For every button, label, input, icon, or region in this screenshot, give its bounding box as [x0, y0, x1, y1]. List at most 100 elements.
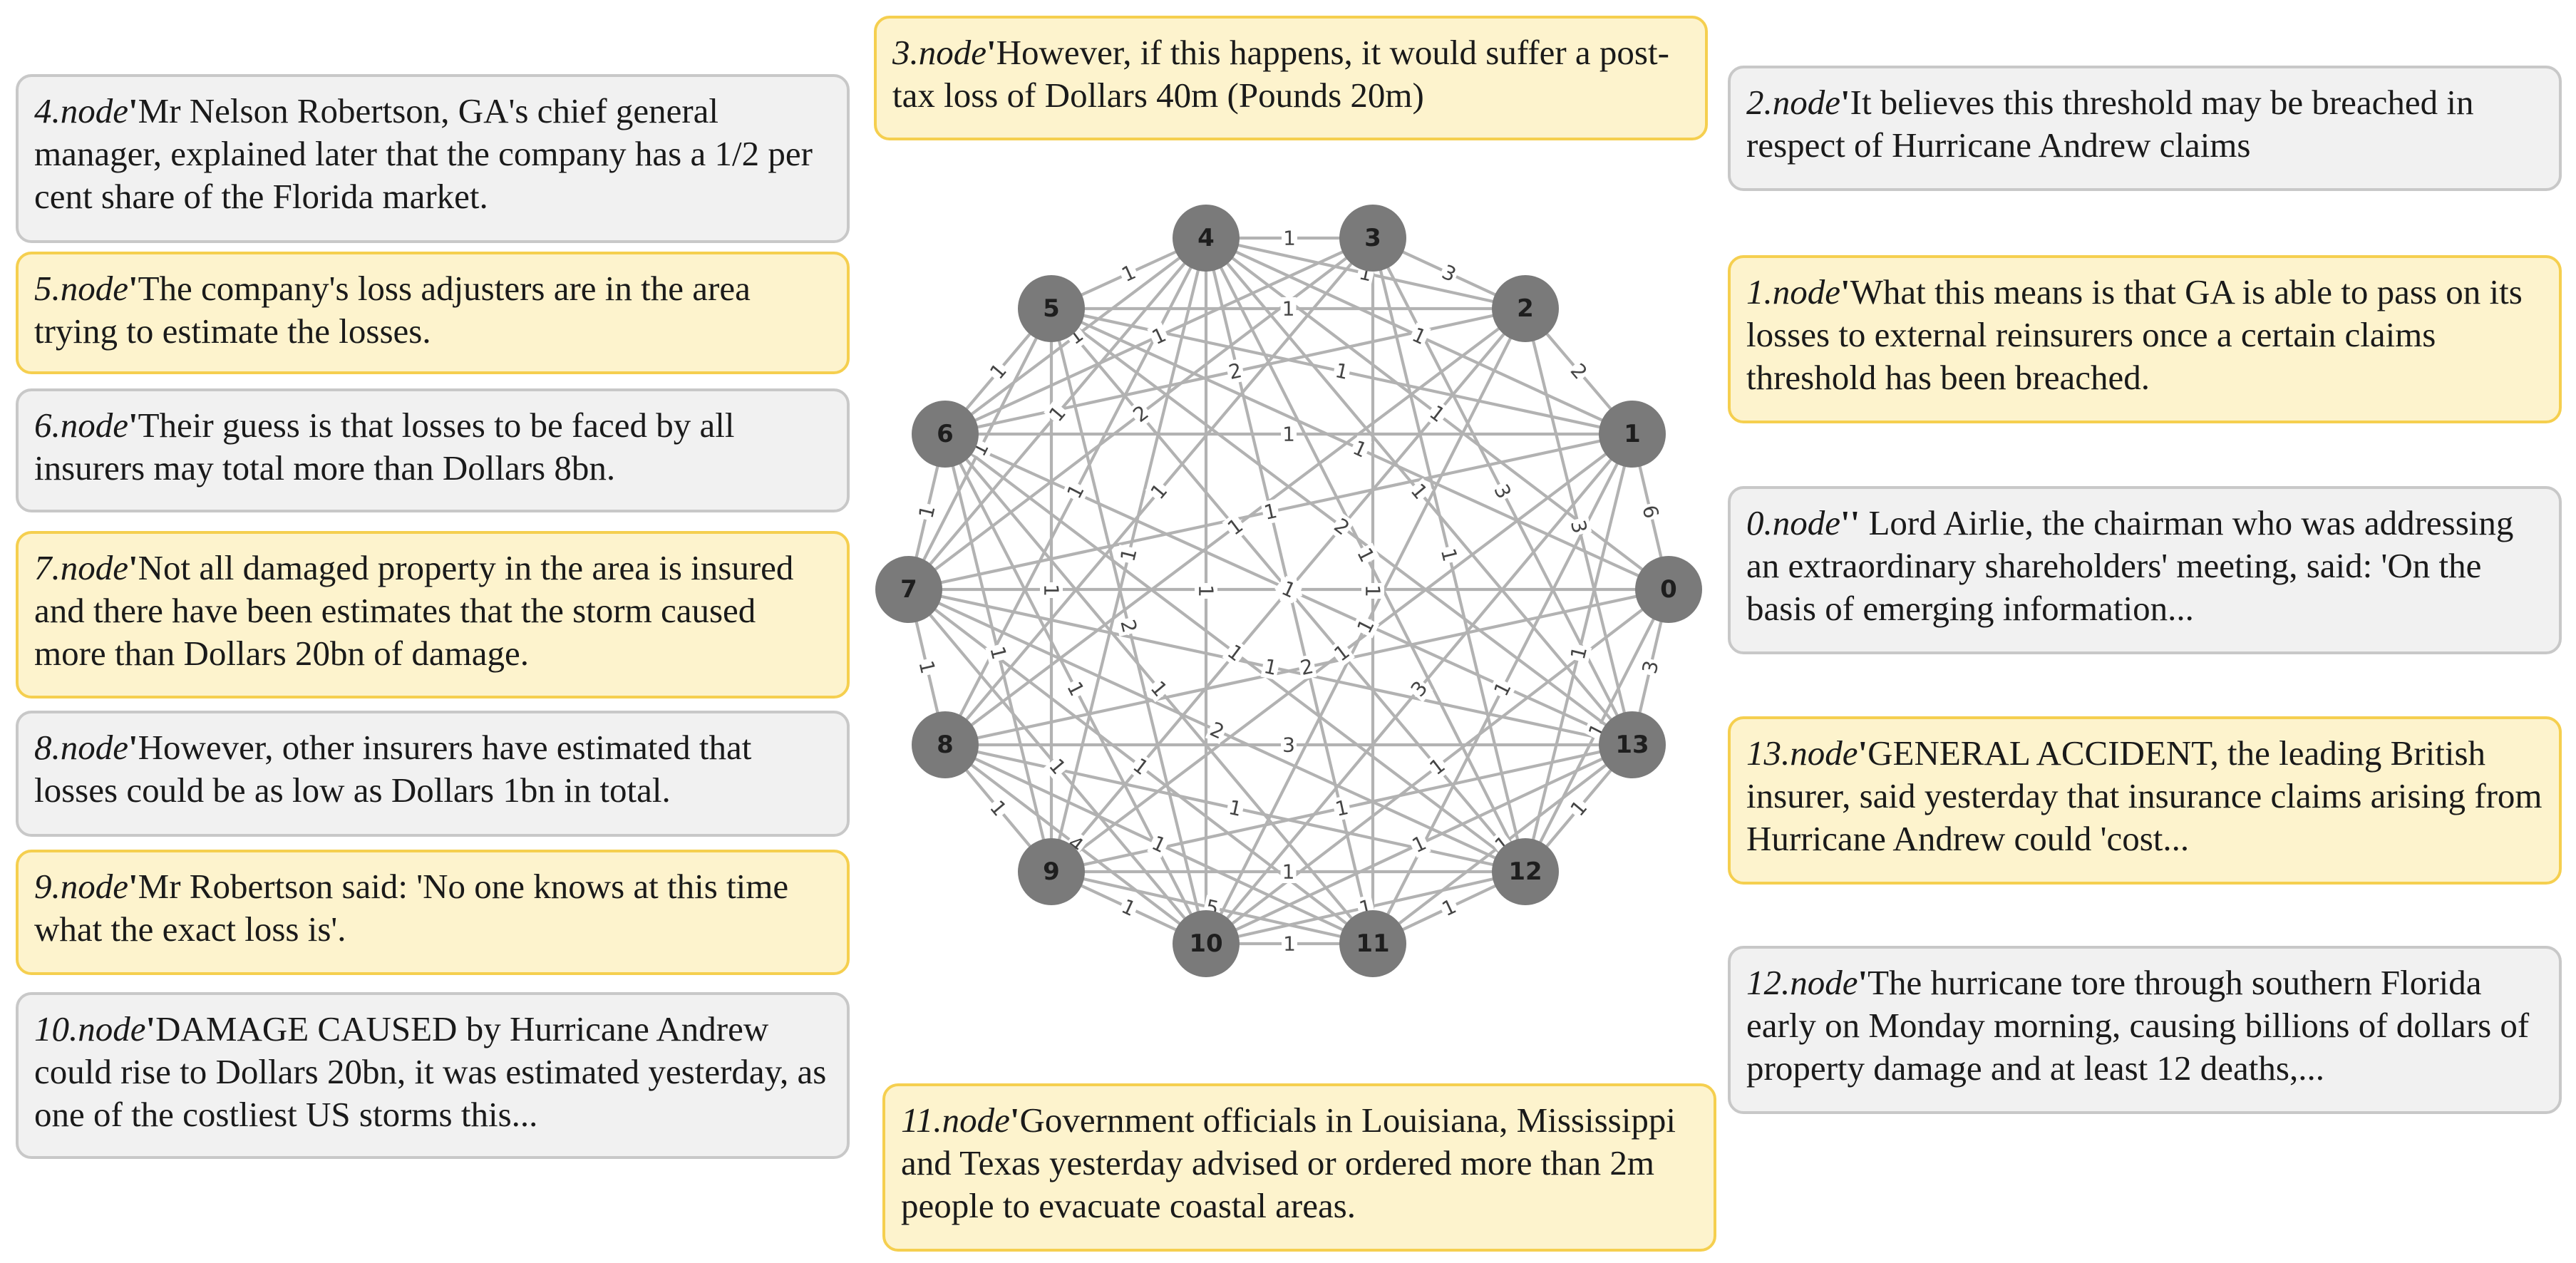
node-label: 4.node	[34, 91, 128, 130]
edge-weight-label: 1	[985, 642, 1011, 664]
card-node-12: 12.node'The hurricane tore through south…	[1728, 946, 2562, 1114]
card-node-1: 1.node'What this means is that GA is abl…	[1728, 255, 2562, 423]
edge-weight-label: 2	[1297, 654, 1317, 680]
graph-node-7: 7	[875, 556, 942, 623]
node-label: 11.node	[901, 1100, 1010, 1140]
node-quote: '	[1858, 733, 1868, 773]
edge-weight-label: 3	[1637, 656, 1664, 678]
svg-text:2: 2	[1116, 617, 1141, 635]
edge-weight-label: 1	[1225, 795, 1246, 821]
edge-weight-label: 1	[1280, 860, 1297, 884]
svg-text:1: 1	[914, 503, 939, 521]
node-quote: '	[1840, 272, 1850, 311]
card-node-9: 9.node'Mr Robertson said: 'No one knows …	[16, 850, 850, 975]
edge-weight-label: 6	[1637, 501, 1664, 522]
card-node-5: 5.node'The company's loss adjusters are …	[16, 252, 850, 374]
edge-weight-label: 1	[1040, 582, 1063, 598]
edge-weight-label: 1	[1282, 227, 1297, 250]
edge-weight-label: 1	[1281, 423, 1297, 446]
svg-text:1: 1	[1624, 420, 1641, 448]
node-quote: '	[128, 91, 138, 130]
node-label: 5.node	[34, 269, 128, 308]
svg-text:1: 1	[1040, 584, 1063, 597]
svg-text:1: 1	[1283, 932, 1296, 956]
svg-text:1: 1	[1282, 297, 1295, 321]
graph-node-0: 0	[1635, 556, 1702, 623]
edge-weight-label: 1	[1061, 479, 1090, 504]
graph-node-11: 11	[1339, 910, 1406, 977]
svg-text:0: 0	[1660, 575, 1677, 604]
node-label: 12.node	[1746, 963, 1858, 1002]
node-text: What this means is that GA is able to pa…	[1746, 272, 2523, 397]
graph-node-13: 13	[1599, 711, 1666, 778]
svg-text:9: 9	[1043, 857, 1060, 886]
graph-node-2: 2	[1492, 275, 1559, 342]
edge-weight-label: 3	[1437, 259, 1461, 287]
node-quote: '	[128, 269, 138, 308]
card-node-7: 7.node'Not all damaged property in the a…	[16, 531, 850, 698]
edge-weight-label: 1	[914, 656, 940, 678]
card-node-4: 4.node'Mr Nelson Robertson, GA's chief g…	[16, 74, 850, 243]
edge-weight-label: 1	[1565, 642, 1592, 664]
graph-edge-weights: 6311112121111113131113211131111211111211…	[914, 227, 1664, 956]
card-node-0: 0.node'' Lord Airlie, the chairman who w…	[1728, 486, 2562, 654]
svg-text:1: 1	[1333, 795, 1350, 821]
edge-weight-label: 1	[1116, 894, 1141, 922]
node-text: The company's loss adjusters are in the …	[34, 269, 751, 351]
svg-text:8: 8	[937, 731, 954, 759]
svg-text:1: 1	[1361, 584, 1385, 597]
svg-text:3: 3	[1282, 733, 1295, 757]
edge-weight-label: 1	[1260, 499, 1281, 525]
svg-text:6: 6	[937, 420, 954, 448]
node-label: 6.node	[34, 406, 128, 445]
edge-weight-label: 1	[1331, 359, 1352, 384]
svg-text:1: 1	[985, 644, 1011, 661]
edge-weight-label: 1	[1280, 297, 1297, 321]
node-quote: '	[128, 406, 138, 445]
edge-weight-label: 1	[1436, 545, 1463, 565]
card-node-13: 13.node'GENERAL ACCIDENT, the leading Br…	[1728, 716, 2562, 885]
node-quote: '	[1009, 1100, 1020, 1140]
edge-weight-label: 1	[1331, 795, 1352, 821]
edge-weight-label: 1	[1116, 545, 1142, 565]
node-text: Lord Airlie, the chairman who was addres…	[1746, 503, 2514, 628]
node-text: Government officials in Louisiana, Missi…	[901, 1100, 1676, 1225]
node-quote: ''	[1840, 503, 1860, 542]
node-label: 8.node	[34, 728, 128, 767]
node-text: The hurricane tore through southern Flor…	[1746, 963, 2530, 1088]
edge-weight-label: 2	[1225, 359, 1246, 384]
graph-node-1: 1	[1599, 401, 1666, 468]
node-text: However, other insurers have estimated t…	[34, 728, 752, 810]
node-text: Their guess is that losses to be faced b…	[34, 406, 735, 488]
node-label: 1.node	[1746, 272, 1840, 311]
svg-text:3: 3	[1637, 659, 1663, 676]
svg-text:1: 1	[1282, 860, 1295, 884]
svg-text:3: 3	[1566, 517, 1592, 535]
edge-weight-label: 1	[1116, 259, 1141, 287]
graph-node-8: 8	[912, 711, 979, 778]
node-quote: '	[986, 33, 996, 72]
svg-text:1: 1	[1116, 546, 1141, 564]
node-label: 9.node	[34, 867, 128, 906]
node-quote: '	[145, 1009, 156, 1048]
edge-weight-label: 1	[1437, 894, 1461, 922]
svg-text:1: 1	[1333, 359, 1350, 384]
node-text: It believes this threshold may be breach…	[1746, 83, 2474, 165]
node-text: Mr Nelson Robertson, GA's chief general …	[34, 91, 813, 216]
node-label: 0.node	[1746, 503, 1840, 542]
edge-weight-label: 3	[1488, 479, 1517, 504]
graph-node-10: 10	[1173, 910, 1240, 977]
svg-text:3: 3	[1364, 224, 1381, 252]
graph-node-3: 3	[1339, 205, 1406, 272]
card-node-11: 11.node'Government officials in Louisian…	[882, 1083, 1716, 1252]
svg-text:7: 7	[900, 575, 917, 604]
node-quote: '	[128, 867, 138, 906]
svg-text:1: 1	[1283, 227, 1296, 250]
svg-text:2: 2	[1227, 359, 1244, 384]
svg-text:12: 12	[1508, 857, 1542, 886]
node-quote: '	[1840, 83, 1850, 122]
card-node-2: 2.node'It believes this threshold may be…	[1728, 66, 2562, 191]
card-node-6: 6.node'Their guess is that losses to be …	[16, 388, 850, 512]
edge-weight-label: 1	[1351, 542, 1380, 567]
node-label: 3.node	[892, 33, 986, 72]
